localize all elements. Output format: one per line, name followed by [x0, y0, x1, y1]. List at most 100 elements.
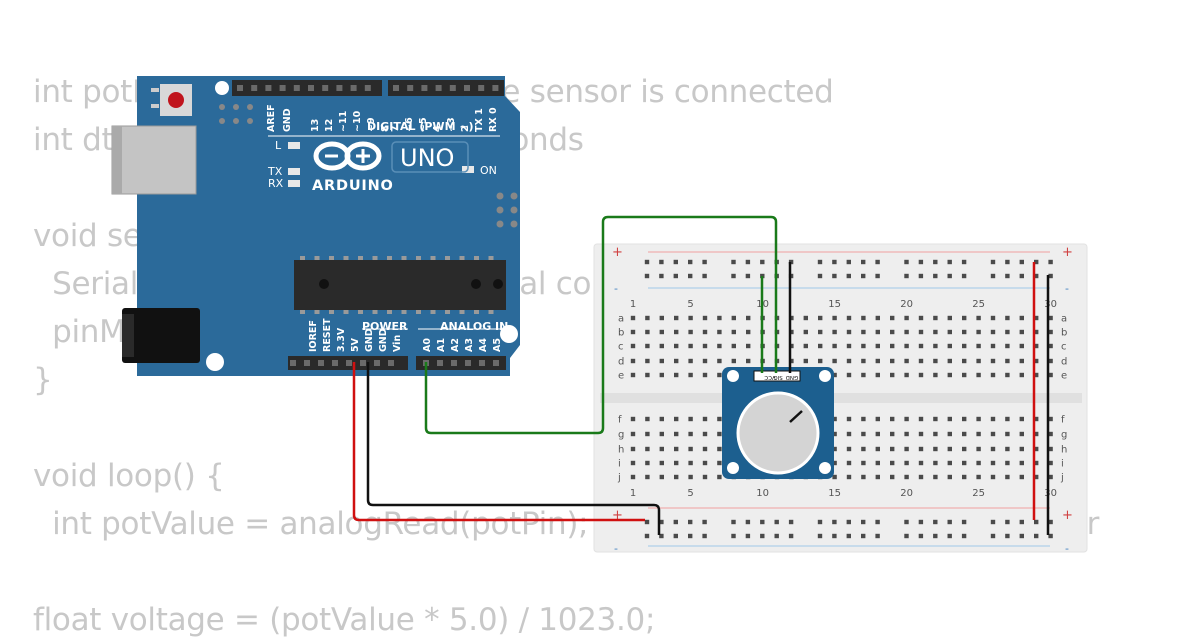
- breadboard-hole: [861, 446, 866, 452]
- breadboard-hole: [645, 358, 650, 364]
- chip-pin: [459, 310, 465, 314]
- wire-gnd-black: [366, 362, 661, 535]
- breadboard-hole: [904, 460, 909, 466]
- breadboard-hole: [990, 446, 996, 452]
- breadboard-hole: [803, 329, 808, 335]
- row-letter: f: [618, 415, 622, 426]
- analog-header-label: ANALOG IN: [440, 320, 508, 333]
- rail-hole: [731, 259, 736, 265]
- rail-hole: [760, 519, 765, 525]
- breadboard-hole: [832, 474, 837, 480]
- breadboard-hole: [1034, 372, 1039, 378]
- header-pin: [318, 360, 324, 366]
- breadboard-hole: [803, 343, 808, 349]
- pin-label: 12: [324, 119, 335, 132]
- breadboard-hole: [1019, 431, 1024, 437]
- column-number: 20: [900, 488, 913, 499]
- breadboard-hole: [962, 460, 967, 466]
- header-pin: [336, 85, 343, 91]
- breadboard-hole: [990, 474, 996, 480]
- rail-hole: [875, 259, 880, 265]
- pin-label: ~6: [404, 117, 415, 132]
- breadboard-hole: [630, 416, 636, 422]
- rail-hole: [918, 533, 924, 539]
- header-pin: [265, 85, 272, 91]
- rail-hole: [918, 519, 924, 525]
- breadboard-hole: [846, 358, 852, 364]
- breadboard-hole: [702, 358, 708, 364]
- breadboard-hole: [674, 343, 679, 349]
- header-pin: [308, 85, 314, 91]
- breadboard-hole: [976, 372, 981, 378]
- breadboard-hole: [875, 315, 880, 321]
- breadboard-hole: [717, 431, 722, 437]
- rail-hole: [760, 533, 765, 539]
- rail-hole: [659, 519, 664, 525]
- chip-pin: [474, 256, 479, 260]
- breadboard-hole: [1005, 416, 1010, 422]
- breadboard-hole: [717, 315, 722, 321]
- breadboard-hole: [875, 358, 880, 364]
- chip-pin: [358, 310, 363, 314]
- rail-hole: [688, 533, 693, 539]
- rail-hole: [961, 519, 967, 525]
- potentiometer-module[interactable]: VCC SIG GND: [722, 367, 834, 479]
- column-number: 5: [687, 299, 693, 310]
- breadboard-hole: [731, 315, 736, 321]
- breadboard-hole: [1005, 431, 1010, 437]
- potentiometer-knob[interactable]: [736, 391, 820, 475]
- rail-hole: [745, 259, 751, 265]
- breadboard-hole: [688, 315, 693, 321]
- header-pin: [237, 85, 243, 91]
- breadboard-hole: [846, 474, 852, 480]
- breadboard-hole: [659, 460, 664, 466]
- breadboard-hole: [904, 446, 909, 452]
- breadboard-hole: [933, 416, 938, 422]
- breadboard-hole: [890, 358, 895, 364]
- breadboard-hole: [688, 329, 693, 335]
- row-letter: e: [618, 371, 624, 382]
- rail-hole: [702, 533, 707, 539]
- breadboard-hole: [1034, 315, 1039, 321]
- pin-label: ~3: [446, 117, 457, 132]
- breadboard-hole: [918, 431, 924, 437]
- breadboard-hole: [645, 329, 650, 335]
- breadboard-hole: [1019, 315, 1024, 321]
- breadboard-hole: [630, 372, 636, 378]
- breadboard-hole: [890, 329, 895, 335]
- breadboard-hole: [846, 431, 852, 437]
- breadboard-hole: [645, 474, 650, 480]
- row-letter: b: [1061, 328, 1067, 339]
- header-pin: [374, 360, 380, 366]
- breadboard-hole: [717, 358, 722, 364]
- power-jack: [122, 308, 200, 363]
- breadboard-hole: [846, 343, 852, 349]
- breadboard-hole: [933, 343, 938, 349]
- breadboard-hole: [1034, 474, 1039, 480]
- breadboard-hole: [990, 460, 996, 466]
- arduino-logo-icon: [313, 141, 382, 171]
- breadboard-hole: [861, 372, 866, 378]
- rail-hole: [904, 519, 909, 525]
- breadboard-hole: [990, 416, 996, 422]
- pin-label: ~10: [352, 110, 363, 132]
- rail-hole: [1019, 533, 1024, 539]
- breadboard-hole: [832, 329, 837, 335]
- breadboard-hole: [832, 372, 837, 378]
- rail-hole: [702, 259, 707, 265]
- breadboard-hole: [702, 431, 708, 437]
- row-letter: h: [1061, 445, 1067, 456]
- chip-pin: [416, 310, 421, 314]
- rail-hole: [659, 259, 664, 265]
- rail-hole: [846, 519, 851, 525]
- breadboard-hole: [803, 315, 808, 321]
- header-pin: [437, 360, 443, 366]
- breadboard-hole: [1048, 315, 1053, 321]
- breadboard-hole: [717, 343, 722, 349]
- breadboard-hole: [645, 431, 650, 437]
- row-letter: d: [618, 357, 624, 368]
- breadboard-hole: [861, 460, 866, 466]
- led-tx: [288, 168, 300, 175]
- breadboard-hole: [861, 474, 866, 480]
- breadboard-hole: [717, 446, 722, 452]
